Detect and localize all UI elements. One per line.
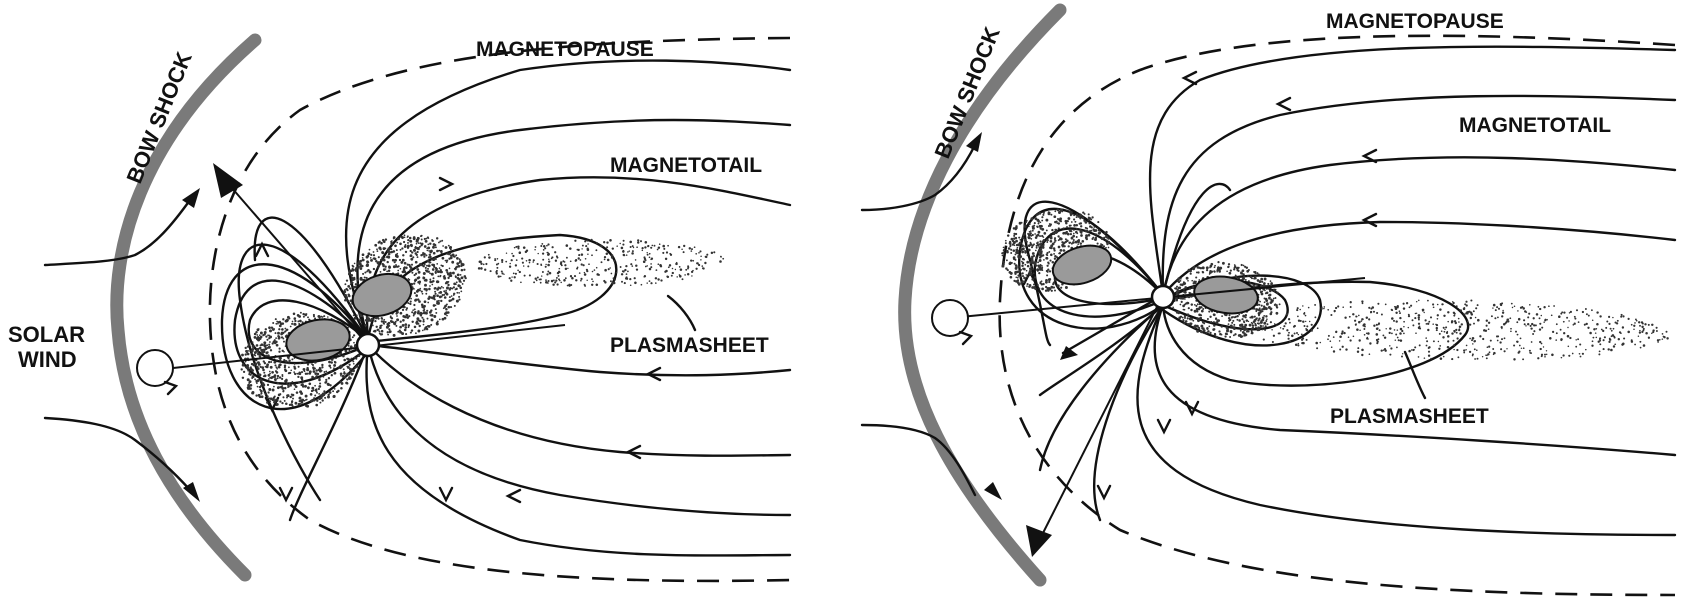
magnetotail-label-left: MAGNETOTAIL — [610, 154, 762, 177]
sun-marker-left — [137, 350, 173, 386]
magnetopause-label-right: MAGNETOPAUSE — [1326, 10, 1504, 33]
dipole-axis-left — [225, 180, 368, 345]
plasmasheet-left — [478, 239, 724, 287]
earth-right — [1152, 286, 1174, 308]
solar-wind-arrow-lower-right — [984, 482, 1002, 500]
plasmasheet-right — [1241, 299, 1669, 360]
field-line-left — [366, 345, 790, 556]
plasmasheet-label-right: PLASMASHEET — [1330, 405, 1489, 428]
sun-marker-arrow-left — [165, 382, 176, 394]
plasmasheet-label-left: PLASMASHEET — [610, 334, 769, 357]
magnetotail-label-right: MAGNETOTAIL — [1459, 114, 1611, 137]
magnetopause-label-left: MAGNETOPAUSE — [476, 38, 654, 61]
field-line-right — [1150, 47, 1675, 295]
plasmasheet-pointer-left — [668, 296, 695, 330]
sun-marker-right — [932, 300, 968, 336]
dipole-arrowhead-left — [213, 163, 243, 198]
panel-left: BOW SHOCK MAGNETOPAUSE MAGNETOTAIL PLASM… — [8, 38, 790, 581]
plasmasheet-pointer-right — [1405, 352, 1425, 398]
earth-left — [357, 334, 379, 356]
bow-shock-left — [117, 40, 255, 575]
solar-wind-label-line2: WIND — [18, 347, 77, 372]
field-line-left — [368, 345, 790, 456]
sun-marker-arrow-right — [960, 332, 971, 344]
solar-wind-label-line1: SOLAR — [8, 322, 85, 347]
dipole-arrowhead-right — [1026, 525, 1052, 557]
field-line-left — [346, 61, 790, 340]
solar-wind-line-upper-right — [862, 145, 975, 210]
panel-right: BOW SHOCK MAGNETOPAUSE MAGNETOTAIL PLASM… — [862, 10, 1675, 595]
bow-shock-right — [905, 10, 1060, 580]
solar-wind-arrow-upper-right — [966, 132, 982, 152]
field-line-right — [1163, 157, 1675, 295]
solar-wind-arrow-upper-left — [182, 188, 200, 208]
